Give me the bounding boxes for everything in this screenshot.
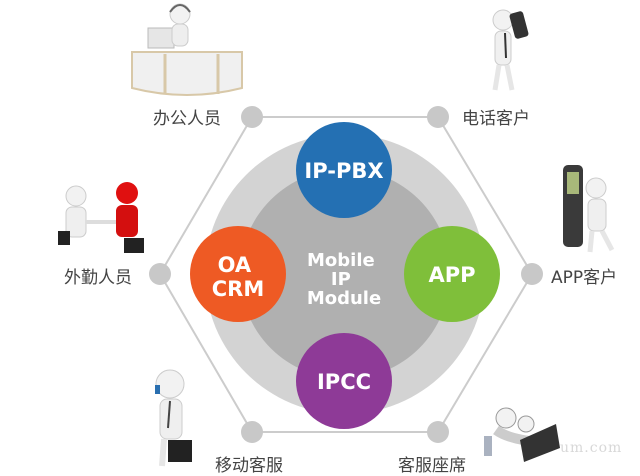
center-label: Mobile IP Module bbox=[307, 250, 381, 309]
module-ipcc-label: IPCC bbox=[317, 370, 371, 394]
module-app-circle bbox=[404, 226, 500, 322]
hex-edge-bottom-left bbox=[159, 273, 253, 433]
call-center-agents-icon bbox=[484, 407, 560, 462]
watermark: um.com bbox=[560, 440, 623, 456]
hex-edge-top-right bbox=[437, 116, 533, 275]
module-ipcc[interactable]: IPCC bbox=[296, 333, 392, 429]
module-oa-crm-circle bbox=[190, 226, 286, 322]
endpoint-label-office-staff: 办公人员 bbox=[153, 109, 221, 129]
reception-desk-agent-icon bbox=[131, 3, 243, 96]
endpoint-label-mobile-service: 移动客服 bbox=[215, 456, 283, 476]
endpoint-label-service-seats: 客服座席 bbox=[398, 456, 466, 476]
businessman-on-phone-icon bbox=[155, 369, 192, 467]
module-ipcc-circle bbox=[296, 333, 392, 429]
module-ip-pbx[interactable]: IP-PBX bbox=[296, 122, 392, 218]
hexagon-frame bbox=[159, 116, 533, 433]
person-with-phone-icon bbox=[492, 9, 529, 91]
center-label-line-1: Mobile bbox=[307, 250, 375, 271]
hex-edge-top-left bbox=[159, 116, 253, 275]
module-oa-crm[interactable]: OA CRM bbox=[190, 226, 286, 322]
handshake-businessmen-icon bbox=[58, 182, 144, 253]
hex-node-bottom-left bbox=[241, 421, 263, 443]
hex-node-left bbox=[149, 263, 171, 285]
endpoint-label-app-customer: APP客户 bbox=[551, 268, 618, 288]
module-oa-crm-label: OA CRM bbox=[212, 253, 264, 301]
module-ip-pbx-label: IP-PBX bbox=[304, 159, 383, 183]
endpoint-label-phone-customer: 电话客户 bbox=[462, 109, 530, 129]
center-label-line-2: IP bbox=[331, 269, 351, 290]
hex-node-bottom-right bbox=[427, 421, 449, 443]
center-inner-disc bbox=[240, 169, 450, 379]
module-ip-pbx-circle bbox=[296, 122, 392, 218]
module-app-label: APP bbox=[428, 263, 475, 287]
module-app[interactable]: APP bbox=[404, 226, 500, 322]
hex-edge-bottom-right bbox=[437, 273, 533, 433]
endpoint-label-field-staff: 外勤人员 bbox=[64, 268, 132, 288]
hex-node-top-left bbox=[241, 106, 263, 128]
hex-node-right bbox=[521, 263, 543, 285]
person-with-mobile-app-icon bbox=[563, 165, 615, 253]
hex-node-top-right bbox=[427, 106, 449, 128]
center-label-line-3: Module bbox=[307, 288, 381, 309]
